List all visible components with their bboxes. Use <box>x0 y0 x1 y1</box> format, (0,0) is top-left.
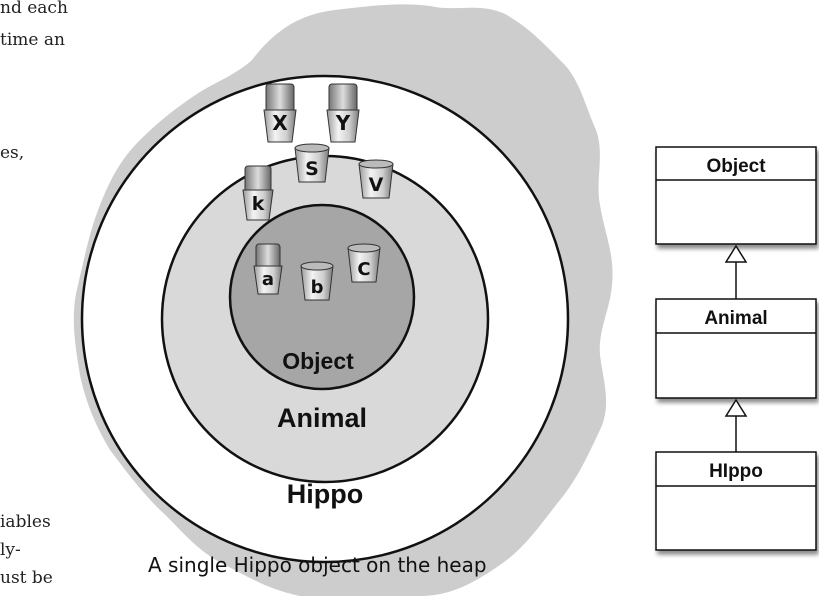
inherit-arrow-1 <box>726 246 746 262</box>
var-letter-y: Y <box>335 111 351 135</box>
var-cup-b: b <box>301 262 333 300</box>
var-letter-k: k <box>252 193 265 215</box>
var-cup-c: C <box>348 244 380 282</box>
var-cup-y: Y <box>327 84 359 142</box>
var-cup-v: V <box>359 160 393 198</box>
var-cup-x: X <box>264 84 296 142</box>
animal-label: Animal <box>277 403 367 433</box>
uml-class-hippo-title: HIppo <box>709 461 763 482</box>
var-letter-x: X <box>272 111 288 135</box>
inherit-arrow-2 <box>726 400 746 416</box>
var-cup-k: k <box>243 166 273 220</box>
heap-caption: A single Hippo object on the heap <box>148 553 487 577</box>
var-letter-s: S <box>305 158 319 180</box>
var-letter-b: b <box>311 277 324 298</box>
var-letter-c: C <box>357 259 370 280</box>
hippo-label: Hippo <box>287 479 363 509</box>
var-letter-v: V <box>369 174 384 196</box>
var-letter-a: a <box>262 269 274 290</box>
var-cup-s: S <box>295 144 329 182</box>
uml-class-object-title: Object <box>706 156 766 177</box>
var-cup-a: a <box>254 244 282 294</box>
object-label: Object <box>282 348 354 374</box>
uml-class-animal-title: Animal <box>704 308 767 329</box>
